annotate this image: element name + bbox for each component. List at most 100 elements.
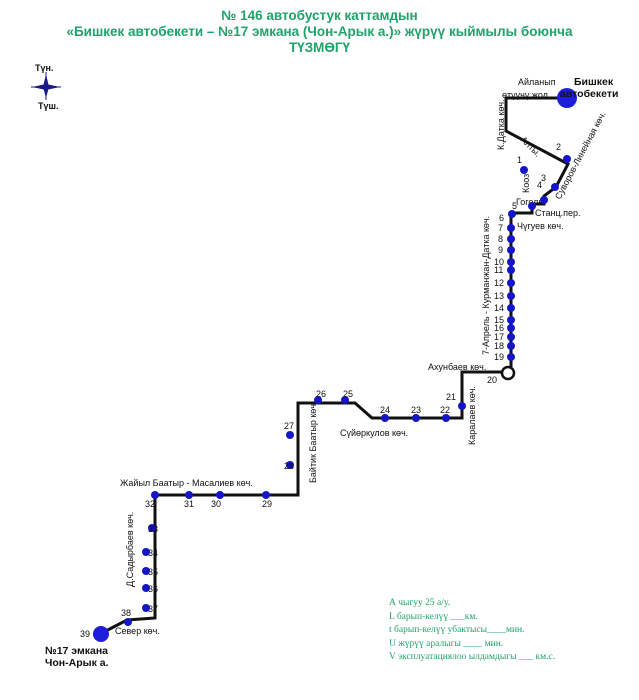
stop-marker [216, 491, 224, 499]
terminal-end-line-2: Чон-Арык а. [45, 657, 109, 669]
street-label-kdatka: К.Датка көч. [496, 99, 506, 150]
stop-number-label: 28 [284, 461, 294, 471]
stop-number-label: 25 [343, 389, 353, 399]
stop-marker [540, 196, 548, 204]
street-label-gogol: Гоголь [516, 197, 543, 207]
route-legend: А чыгуу 25 а/у. L барып-келүү ___км. t б… [389, 597, 555, 665]
stop-marker [551, 183, 559, 191]
stop-number-label: 37 [148, 604, 158, 614]
street-label-ahunbaev: Ахунбаев көч. [428, 362, 486, 372]
stop-marker [142, 584, 150, 592]
terminal-start-line-2: автобекети [560, 88, 618, 100]
stop-number-label: 18 [494, 341, 504, 351]
stop-number-label: 8 [498, 234, 503, 244]
street-label-baytik: Байтик Баатыр көч. [308, 402, 318, 483]
stop-number-label: 19 [494, 352, 504, 362]
stop-marker [528, 202, 536, 210]
stop-number-label: 31 [184, 499, 194, 509]
title-line-2: «Бишкек автобекети – №17 эмкана (Чон-Ары… [66, 24, 573, 39]
stop-marker [148, 524, 156, 532]
stop-number-label: 2 [556, 142, 561, 152]
stop-number-label: 27 [284, 421, 294, 431]
street-label-sever: Север көч. [115, 626, 160, 636]
stop-number-label: 13 [494, 291, 504, 301]
street-label-suvorov: Суворов-Линейная көч. [553, 110, 608, 201]
stop-marker [507, 224, 515, 232]
stop-marker [507, 333, 515, 341]
stop-marker [381, 414, 389, 422]
stop-marker [314, 396, 322, 404]
stop-number-label: 34 [148, 548, 158, 558]
terminal-end-line-1: №17 эмкана [45, 645, 108, 657]
stop-marker [442, 414, 450, 422]
stop-marker [507, 304, 515, 312]
stop-marker [142, 604, 150, 612]
stop-marker [507, 353, 515, 361]
legend-length: L барып-келүү ___км. [389, 611, 478, 622]
stop-marker [458, 402, 466, 410]
stop-marker [507, 324, 515, 332]
stop-number-label: 14 [494, 303, 504, 313]
stop-marker [507, 279, 515, 287]
compass-rose-icon [31, 72, 61, 100]
stop-number-label: 15 [494, 315, 504, 325]
stop-number-label: 16 [494, 323, 504, 333]
street-label-karalaev: Каралаев көч. [467, 386, 477, 445]
stop-marker [507, 316, 515, 324]
stop-marker [142, 548, 150, 556]
stop-number-label: 39 [80, 629, 90, 639]
stop-number-label: 12 [494, 278, 504, 288]
stop-marker [508, 210, 516, 218]
stop-number-label: 26 [316, 389, 326, 399]
stop-marker [507, 258, 515, 266]
stop-number-label: 22 [440, 405, 450, 415]
stop-marker [151, 491, 159, 499]
stop-marker [124, 618, 132, 626]
stop-marker [341, 396, 349, 404]
stop-number-label: 29 [262, 499, 272, 509]
street-label-aylanyp-1: Айланып [518, 77, 556, 87]
stop-number-label: 32 [145, 499, 155, 509]
stop-number-label: 38 [121, 608, 131, 618]
stop-number-label: 33 [148, 524, 158, 534]
compass-north-label: Түн. [35, 63, 53, 73]
street-label-suyorkulov: Сүйөркулов көч. [340, 428, 408, 438]
stop-number-label: 4 [537, 180, 542, 190]
stop-marker [412, 414, 420, 422]
title-line-1: № 146 автобустук каттамдын [221, 8, 418, 23]
stop-number-label: 21 [446, 392, 456, 402]
stop-number-label: 23 [411, 405, 421, 415]
street-label-stants: Станц.пер. [535, 208, 581, 218]
stops-layer: 1234567891011121314151617181920212223242… [80, 142, 571, 639]
stop-20-ring-marker [500, 365, 516, 381]
stop-marker [507, 266, 515, 274]
stop-marker [507, 235, 515, 243]
stop-number-label: 3 [541, 173, 546, 183]
street-label-kooj: Кооз [521, 174, 531, 193]
stop-marker [286, 461, 294, 469]
stop-marker [262, 491, 270, 499]
stop-number-label: 17 [494, 332, 504, 342]
street-label-jaiyl: Жайыл Баатыр - Масалиев көч. [120, 478, 253, 488]
stop-marker [142, 567, 150, 575]
stop-number-label: 6 [499, 213, 504, 223]
title-line-3: ТҮЗМӨГҮ [288, 40, 351, 55]
street-label-kurmanjan: 7-Апрель - Курманжан-Датка көч. [481, 216, 491, 355]
stop-marker [563, 155, 571, 163]
stop-marker [185, 491, 193, 499]
stop-number-label: 10 [494, 257, 504, 267]
stop-number-label: 35 [148, 567, 158, 577]
stop-number-label: 5 [512, 201, 517, 211]
terminal-start-line-1: Бишкек [574, 76, 614, 88]
stop-number-label: 7 [498, 223, 503, 233]
stop-number-label: 11 [494, 265, 503, 275]
stop-number-label: 9 [498, 245, 503, 255]
street-label-chuguev: Чүгуев көч. [517, 221, 564, 231]
stop-marker [520, 166, 528, 174]
terminal-end-marker [93, 626, 109, 642]
legend-departures: А чыгуу 25 а/у. [389, 598, 451, 608]
compass-south-label: Түш. [38, 101, 59, 111]
stop-marker [507, 342, 515, 350]
diagram-title: № 146 автобустук каттамдын «Бишкек автоб… [0, 8, 639, 56]
stop-number-label: 20 [487, 375, 497, 385]
